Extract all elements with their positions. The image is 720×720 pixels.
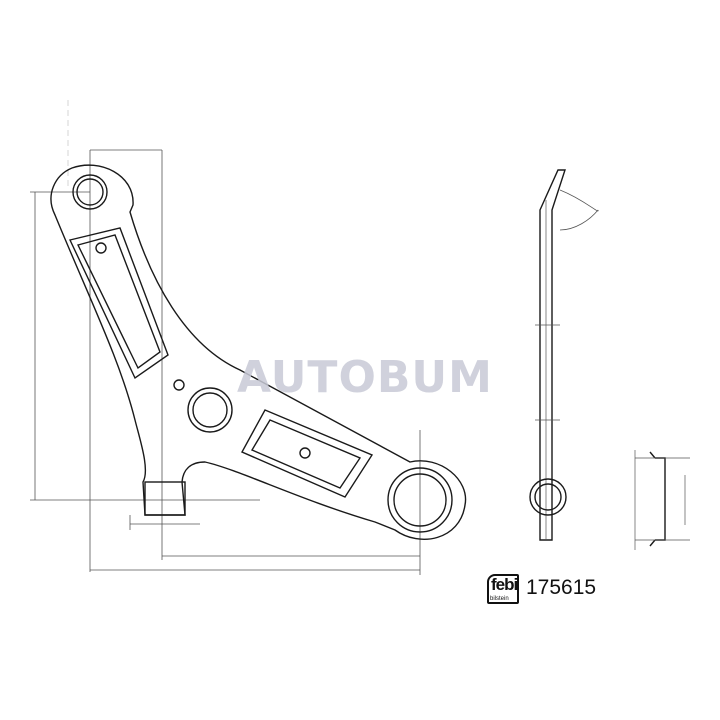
brand-logo: febi bilstein (487, 574, 519, 604)
dimension-lines (30, 100, 421, 575)
brand-logo-subtext: bilstein (490, 596, 509, 602)
brand-logo-text: febi (491, 575, 518, 594)
center-hole (187, 387, 233, 433)
pocket-lower (241, 409, 374, 498)
rear-bushing-hole (387, 467, 453, 533)
watermark: AUTOBUM (237, 352, 493, 403)
pocket-upper (69, 227, 169, 380)
control-arm-top-view (50, 164, 467, 540)
part-number: 175615 (526, 576, 597, 599)
detail-view (634, 450, 690, 550)
control-arm-side-view (529, 169, 599, 541)
ball-joint-hole (72, 174, 108, 210)
